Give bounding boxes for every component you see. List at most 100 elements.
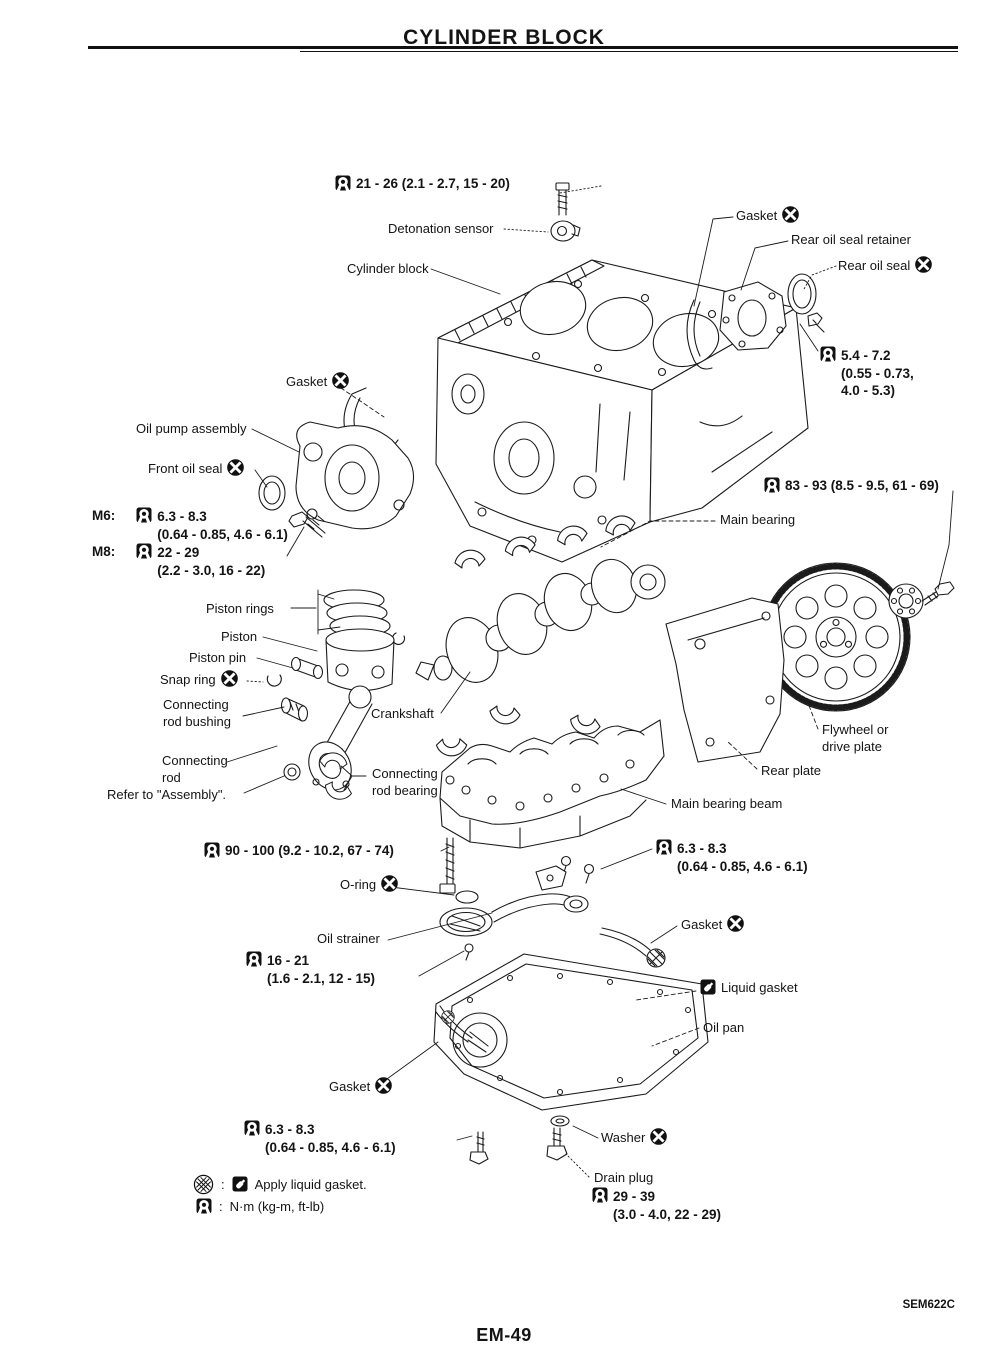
callout-o-ring: O-ring	[340, 877, 398, 893]
legend-text: Apply liquid gasket.	[254, 1177, 367, 1192]
header-rule	[88, 46, 958, 49]
label-line: Flywheel or	[822, 722, 889, 737]
label-text: Rear oil seal retainer	[791, 232, 911, 247]
circle-x-icon	[227, 459, 244, 476]
callout-spec-pan-rail: 16 - 21 (1.6 - 2.1, 12 - 15)	[246, 952, 375, 987]
legend-liquid-gasket: : Apply liquid gasket.	[193, 1174, 367, 1195]
callout-connecting-rod-bearing: Connecting rod bearing	[372, 766, 438, 800]
torque-icon	[136, 543, 152, 559]
spec-line: (1.6 - 2.1, 12 - 15)	[267, 970, 376, 986]
callout-liquid-gasket: Liquid gasket	[700, 980, 798, 996]
torque-icon	[136, 507, 152, 523]
circle-x-icon	[381, 875, 398, 892]
spec-text: 6.3 - 8.3 (0.64 - 0.85, 4.6 - 6.1)	[677, 840, 808, 875]
beam-bolt-drawing	[439, 837, 456, 894]
size-prefix: M8:	[92, 544, 116, 559]
callout-spec-beam-bolt: 90 - 100 (9.2 - 10.2, 67 - 74)	[204, 843, 394, 860]
circle-x-icon	[782, 206, 799, 223]
drain-plug-drawing	[469, 1115, 570, 1165]
spec-line: 16 - 21	[267, 953, 310, 968]
flywheel-spacer-drawing	[888, 581, 955, 619]
spec-text: 6.3 - 8.3 (0.64 - 0.85, 4.6 - 6.1)	[157, 508, 288, 543]
circle-x-icon	[650, 1128, 667, 1145]
callout-washer: Washer	[601, 1130, 667, 1146]
label-text: Piston	[221, 629, 258, 644]
callout-main-bearing-beam: Main bearing beam	[671, 796, 782, 812]
spec-text: 29 - 39 (3.0 - 4.0, 22 - 29)	[613, 1188, 721, 1223]
callout-oil-pump-assembly: Oil pump assembly	[136, 421, 247, 437]
callout-piston-pin: Piston pin	[189, 650, 246, 666]
callout-spec-strainer-bolt: 6.3 - 8.3 (0.64 - 0.85, 4.6 - 6.1)	[656, 840, 808, 875]
callout-spec-rear-retainer: 5.4 - 7.2 (0.55 - 0.73, 4.0 - 5.3)	[820, 347, 914, 400]
cylinder-block-drawing	[435, 259, 809, 563]
label-text: Main bearing	[720, 512, 796, 527]
liquid-gasket-icon	[232, 1176, 248, 1192]
rear-gasket-drawing	[686, 299, 713, 370]
label-text: Liquid gasket	[721, 980, 798, 995]
callout-flywheel: Flywheel or drive plate	[822, 722, 888, 756]
spec-text: 83 - 93 (8.5 - 9.5, 61 - 69)	[785, 478, 939, 493]
callout-main-bearing: Main bearing	[720, 512, 795, 528]
page-title: CYLINDER BLOCK	[403, 26, 605, 49]
label-text: Front oil seal	[148, 461, 223, 476]
torque-icon	[204, 842, 220, 858]
callout-drain-plug: Drain plug	[594, 1170, 653, 1186]
crankshaft-drawing	[415, 558, 666, 683]
spec-text: 16 - 21 (1.6 - 2.1, 12 - 15)	[267, 952, 375, 987]
label-text: Gasket	[681, 917, 723, 932]
oil-pan-drawing	[433, 943, 709, 1111]
spec-text: 22 - 29 (2.2 - 3.0, 16 - 22)	[157, 544, 265, 579]
callout-rear-oil-seal: Rear oil seal	[838, 258, 932, 274]
callout-cylinder-block: Cylinder block	[347, 261, 429, 277]
circle-x-icon	[727, 915, 744, 932]
label-line: Connecting	[162, 753, 228, 768]
label-text: Cylinder block	[347, 261, 429, 276]
label-line: rod	[162, 769, 181, 785]
spec-line: 6.3 - 8.3	[265, 1122, 315, 1137]
spec-line: (0.64 - 0.85, 4.6 - 6.1)	[265, 1139, 396, 1155]
callout-spec-detonation: 21 - 26 (2.1 - 2.7, 15 - 20)	[335, 176, 510, 193]
callout-oil-pan: Oil pan	[703, 1020, 744, 1036]
label-line: Connecting	[163, 697, 229, 712]
oil-strainer-drawing	[439, 865, 589, 937]
rear-seal-retainer-drawing	[719, 281, 787, 351]
label-text: Gasket	[286, 374, 328, 389]
callout-oil-strainer: Oil strainer	[317, 931, 380, 947]
callout-piston-rings: Piston rings	[206, 601, 274, 617]
label-text: Rear plate	[761, 763, 821, 778]
callout-front-oil-seal: Front oil seal	[148, 461, 244, 477]
spec-text: 21 - 26 (2.1 - 2.7, 15 - 20)	[356, 176, 510, 191]
callout-gasket-front: Gasket	[286, 374, 349, 390]
spec-line: (0.55 - 0.73,	[841, 365, 914, 381]
label-text: O-ring	[340, 877, 377, 892]
circle-x-icon	[332, 372, 349, 389]
detonation-sensor-drawing	[550, 182, 581, 242]
callout-spec-m8: M8: 22 - 29 (2.2 - 3.0, 16 - 22)	[92, 544, 265, 579]
spec-line: 22 - 29	[157, 545, 200, 560]
legend-text: N·m (kg-m, ft-lb)	[229, 1199, 325, 1214]
label-line: Connecting	[372, 766, 438, 781]
label-text: Washer	[601, 1130, 646, 1145]
page-number: EM-49	[476, 1325, 532, 1345]
spec-text: 5.4 - 7.2 (0.55 - 0.73, 4.0 - 5.3)	[841, 347, 914, 400]
callout-spec-drain-plug: 29 - 39 (3.0 - 4.0, 22 - 29)	[592, 1188, 721, 1223]
header-rule-thin	[300, 51, 958, 52]
spec-line: (3.0 - 4.0, 22 - 29)	[613, 1206, 722, 1222]
legend-colon: :	[221, 1177, 225, 1192]
torque-icon	[592, 1187, 608, 1203]
label-line: rod bearing	[372, 782, 438, 798]
torque-icon	[196, 1198, 212, 1214]
spec-line: 4.0 - 5.3)	[841, 383, 896, 399]
liquid-gasket-icon	[700, 979, 716, 995]
oil-pump-drawing	[295, 421, 415, 530]
spec-line: 6.3 - 8.3	[157, 509, 207, 524]
callout-crankshaft: Crankshaft	[371, 706, 434, 722]
label-text: Connecting rod bushing	[163, 697, 231, 731]
callout-gasket-rear: Gasket	[736, 208, 799, 224]
callout-spec-m6: M6: 6.3 - 8.3 (0.64 - 0.85, 4.6 - 6.1)	[92, 508, 288, 543]
main-bearing-beam-drawing	[439, 719, 665, 849]
label-text: Refer to "Assembly".	[107, 787, 227, 802]
spec-line: 29 - 39	[613, 1189, 656, 1204]
strainer-bolts-drawing	[560, 855, 595, 884]
spec-line: (0.64 - 0.85, 4.6 - 6.1)	[157, 526, 288, 542]
